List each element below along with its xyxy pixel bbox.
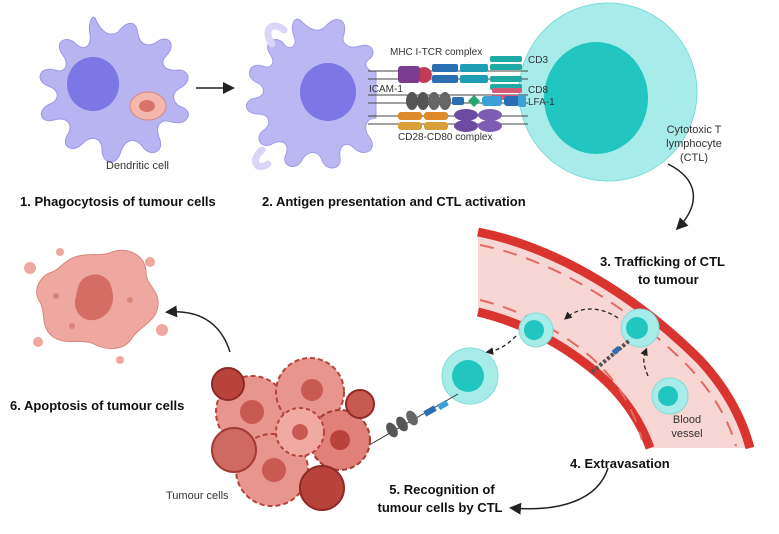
dendritic-cell-2 [246, 18, 377, 171]
apoptotic-cell [24, 248, 168, 364]
label-cd8: CD8 [528, 85, 549, 96]
dashed-arrow-vessel-2 [640, 347, 649, 377]
label-tumour-cells: Tumour cells [166, 490, 229, 502]
label-dendritic-cell: Dendritic cell [106, 160, 169, 172]
dendritic-cell-1 [39, 16, 189, 163]
ctl-attacking [441, 347, 499, 405]
label-icam1: ICAM-1 [369, 84, 403, 95]
vessel-adhesion [590, 338, 632, 374]
ctl-tumour-synapse [363, 393, 459, 449]
step-3-label-line1: 3. Trafficking of CTL [600, 254, 725, 269]
immune-synapse [368, 56, 528, 132]
label-cd3: CD3 [528, 55, 549, 66]
label-cd28-cd80: CD28-CD80 complex [398, 132, 493, 143]
label-lfa1: LFA-1 [528, 97, 555, 108]
dendritic-nucleus-1 [67, 57, 119, 111]
label-ctl-line2: lymphocyte [666, 138, 722, 150]
label-mhc-tcr: MHC I-TCR complex [390, 47, 483, 58]
ctl-in-vessel-1 [620, 308, 660, 348]
arrow-4-to-5 [509, 467, 609, 515]
label-ctl-line3: (CTL) [679, 152, 709, 164]
step-4-label: 4. Extravasation [570, 456, 670, 471]
step-6-label: 6. Apoptosis of tumour cells [10, 398, 185, 413]
ctl-nucleus-large [544, 42, 648, 154]
label-blood: Blood [672, 414, 702, 426]
cd28-cd80-complex [398, 109, 502, 132]
mhc-tcr-complex [398, 56, 522, 90]
ctl-in-vessel-2 [518, 312, 554, 348]
label-vessel: vessel [671, 428, 703, 440]
dendritic-nucleus-2 [300, 63, 356, 121]
step-5-label-line1: 5. Recognition of [389, 482, 495, 497]
step-2-label: 2. Antigen presentation and CTL activati… [262, 194, 526, 209]
arrow-5-to-6 [165, 305, 231, 353]
dashed-arrow-vessel-3 [485, 335, 517, 355]
ctl-cell-large [518, 2, 698, 182]
ctl-in-vessel-3 [651, 377, 689, 415]
step-5-label-line2: tumour cells by CTL [377, 500, 503, 515]
dashed-arrow-vessel-1 [564, 308, 619, 320]
tumour-mass [211, 357, 375, 511]
step-3-label-line2: to tumour [638, 272, 699, 287]
icam-lfa-complex [406, 92, 526, 110]
step-1-label: 1. Phagocytosis of tumour cells [20, 194, 216, 209]
arrow-2-to-3 [667, 163, 694, 231]
label-ctl-line1: Cytotoxic T [666, 124, 722, 136]
